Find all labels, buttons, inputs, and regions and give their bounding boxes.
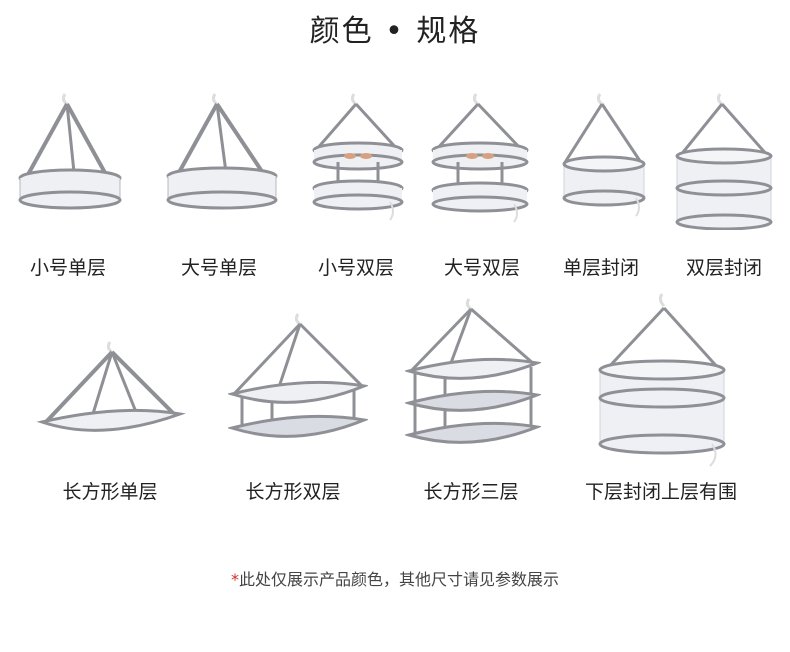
product-image-bottom-enclosed-top-rimmed bbox=[598, 293, 726, 467]
product-label-large-single: 大号单层 bbox=[180, 257, 258, 279]
product-image-rect-triple bbox=[405, 298, 541, 444]
product-image-rect-double bbox=[228, 313, 368, 438]
product-label-small-double: 小号双层 bbox=[317, 257, 395, 279]
note-text: 此处仅展示产品颜色，其他尺寸请见参数展示 bbox=[238, 570, 559, 589]
product-image-single-enclosed bbox=[562, 93, 646, 217]
product-image-double-enclosed bbox=[675, 93, 773, 230]
product-image-small-single bbox=[18, 93, 122, 210]
product-label-single-enclosed: 单层封闭 bbox=[562, 257, 640, 279]
product-image-large-single bbox=[166, 93, 278, 210]
product-label-double-enclosed: 双层封闭 bbox=[685, 257, 763, 279]
product-label-rect-double: 长方形双层 bbox=[245, 481, 341, 503]
product-label-rect-single: 长方形单层 bbox=[62, 481, 158, 503]
product-label-small-single: 小号单层 bbox=[29, 257, 107, 279]
product-image-large-double bbox=[431, 93, 529, 223]
product-image-rect-single bbox=[36, 341, 186, 432]
disclaimer-note: *此处仅展示产品颜色，其他尺寸请见参数展示 bbox=[0, 566, 790, 590]
product-label-rect-triple: 长方形三层 bbox=[423, 481, 519, 503]
product-label-bottom-enclosed-top-rimmed: 下层封闭上层有围 bbox=[584, 481, 738, 503]
product-image-small-double bbox=[312, 93, 404, 221]
page-title: 颜色 • 规格 bbox=[309, 14, 481, 49]
product-label-large-double: 大号双层 bbox=[443, 257, 521, 279]
note-asterisk: * bbox=[230, 570, 239, 589]
